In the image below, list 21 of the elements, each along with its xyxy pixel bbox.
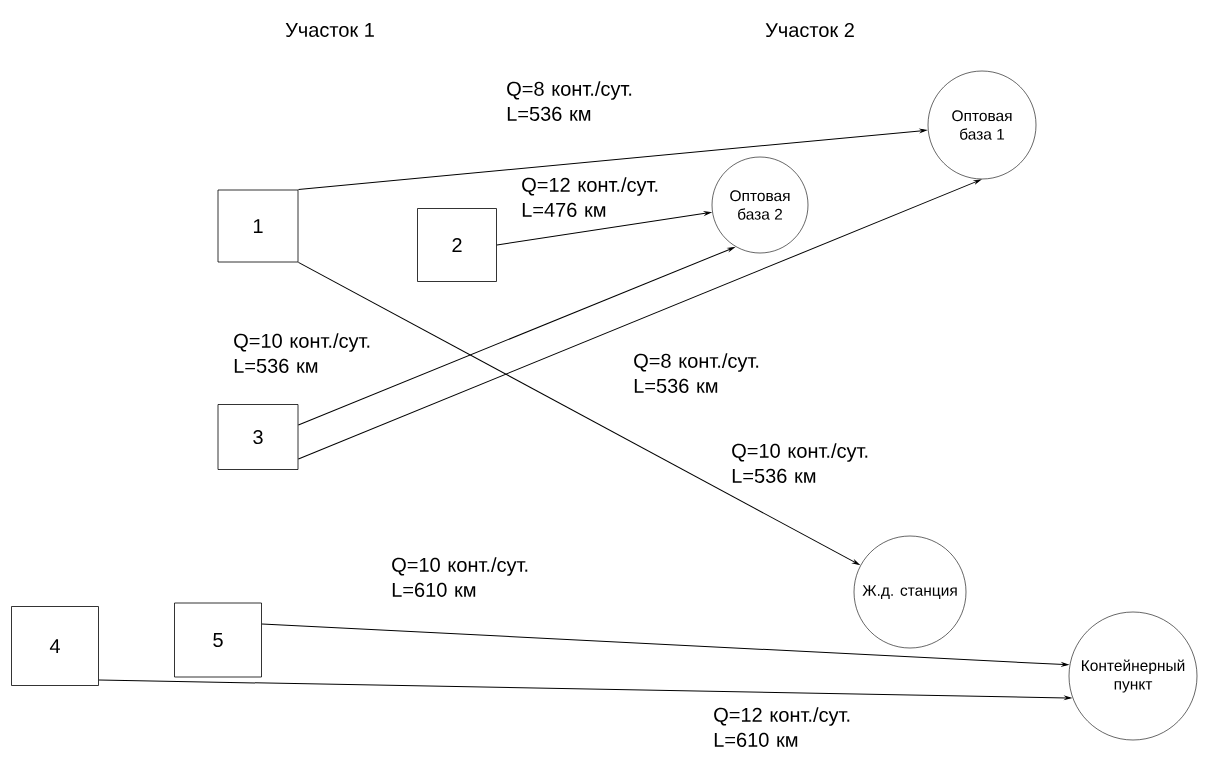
arrow xyxy=(496,211,711,246)
arrow xyxy=(297,247,735,426)
edge-label: Q=10 конт./сут. L=536 км xyxy=(234,333,370,373)
arrow xyxy=(297,261,860,565)
edge-label: Q=10 конт./сут. L=610 км xyxy=(392,557,528,597)
section-heading: Участок 1 xyxy=(285,23,374,37)
arrow xyxy=(297,179,981,460)
edge-label: Q=10 конт./сут. L=536 км xyxy=(732,443,868,483)
arrow xyxy=(261,623,1069,667)
edge-label: Q=12 конт./сут. L=476 км xyxy=(522,177,658,217)
numbered-box: 3 xyxy=(217,404,299,470)
section-heading: Участок 2 xyxy=(765,22,854,38)
numbered-box: 5 xyxy=(174,602,262,678)
edge-label: Q=8 конт./сут. L=536 км xyxy=(507,81,632,121)
numbered-box: 2 xyxy=(417,208,497,282)
edge-label: Q=8 конт./сут. L=536 км xyxy=(634,353,759,393)
numbered-box: 4 xyxy=(11,606,99,686)
arrow xyxy=(297,128,927,191)
numbered-box: 1 xyxy=(217,189,299,263)
arrow xyxy=(98,679,1072,700)
edge-label: Q=12 конт./сут. L=610 км xyxy=(714,707,850,747)
